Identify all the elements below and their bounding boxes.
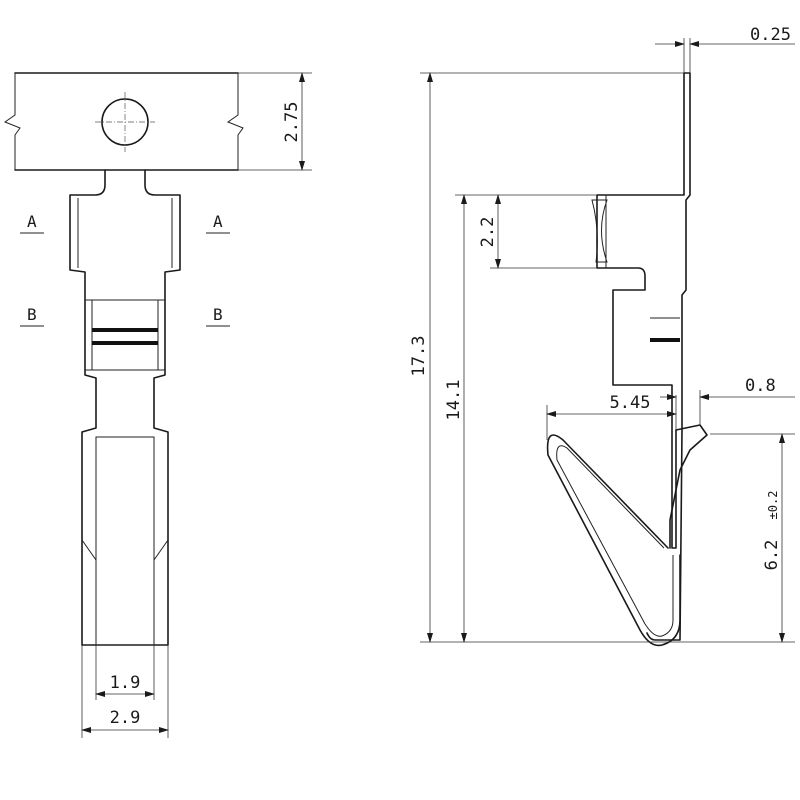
dimension-carrier-strip-height: 2.75	[238, 72, 312, 171]
dim-label-1-9: 1.9	[110, 673, 141, 693]
dim-label-2-2: 2.2	[478, 217, 498, 248]
dim-label-5-45: 5.45	[610, 393, 651, 413]
terminal-body-front	[69, 169, 181, 646]
side-view: 0.25 17.3 14.1 2.2 5.45	[409, 25, 795, 647]
dimension-terminal-length: 14.1	[444, 194, 597, 643]
section-label-a-right: A	[213, 212, 223, 231]
spring-contact	[546, 424, 708, 647]
dim-label-0-8: 0.8	[745, 376, 776, 396]
dimension-contact-width: 2.9	[81, 645, 169, 738]
dim-label-6-2: 6.2	[762, 540, 782, 571]
dimension-strip-thickness: 0.25	[655, 25, 795, 73]
section-label-b-right: B	[213, 305, 223, 324]
dim-label-17-3: 17.3	[409, 336, 429, 377]
dim-tolerance-label: ±0.2	[766, 491, 780, 520]
section-label-a-left: A	[27, 212, 37, 231]
section-label-b-left: B	[27, 305, 37, 324]
dim-label-2-9: 2.9	[110, 708, 141, 728]
dimension-inner-width: 1.9	[95, 645, 155, 700]
dimension-spring-gap: 0.8	[660, 376, 795, 425]
dimension-overall-length: 17.3	[409, 72, 795, 643]
terminal-body-side	[591, 72, 691, 641]
dimension-spring-height: 6.2 ±0.2	[710, 433, 795, 643]
dimension-insulation-crimp: 2.2	[478, 194, 597, 269]
front-view: A A B B 2.75 1.9 2.9	[3, 72, 312, 738]
dim-label-2-75: 2.75	[282, 102, 302, 143]
dim-label-14-1: 14.1	[444, 380, 464, 421]
dimension-spring-width: 5.45	[546, 393, 677, 440]
dim-label-0-25: 0.25	[750, 25, 791, 45]
carrier-strip	[3, 72, 244, 171]
